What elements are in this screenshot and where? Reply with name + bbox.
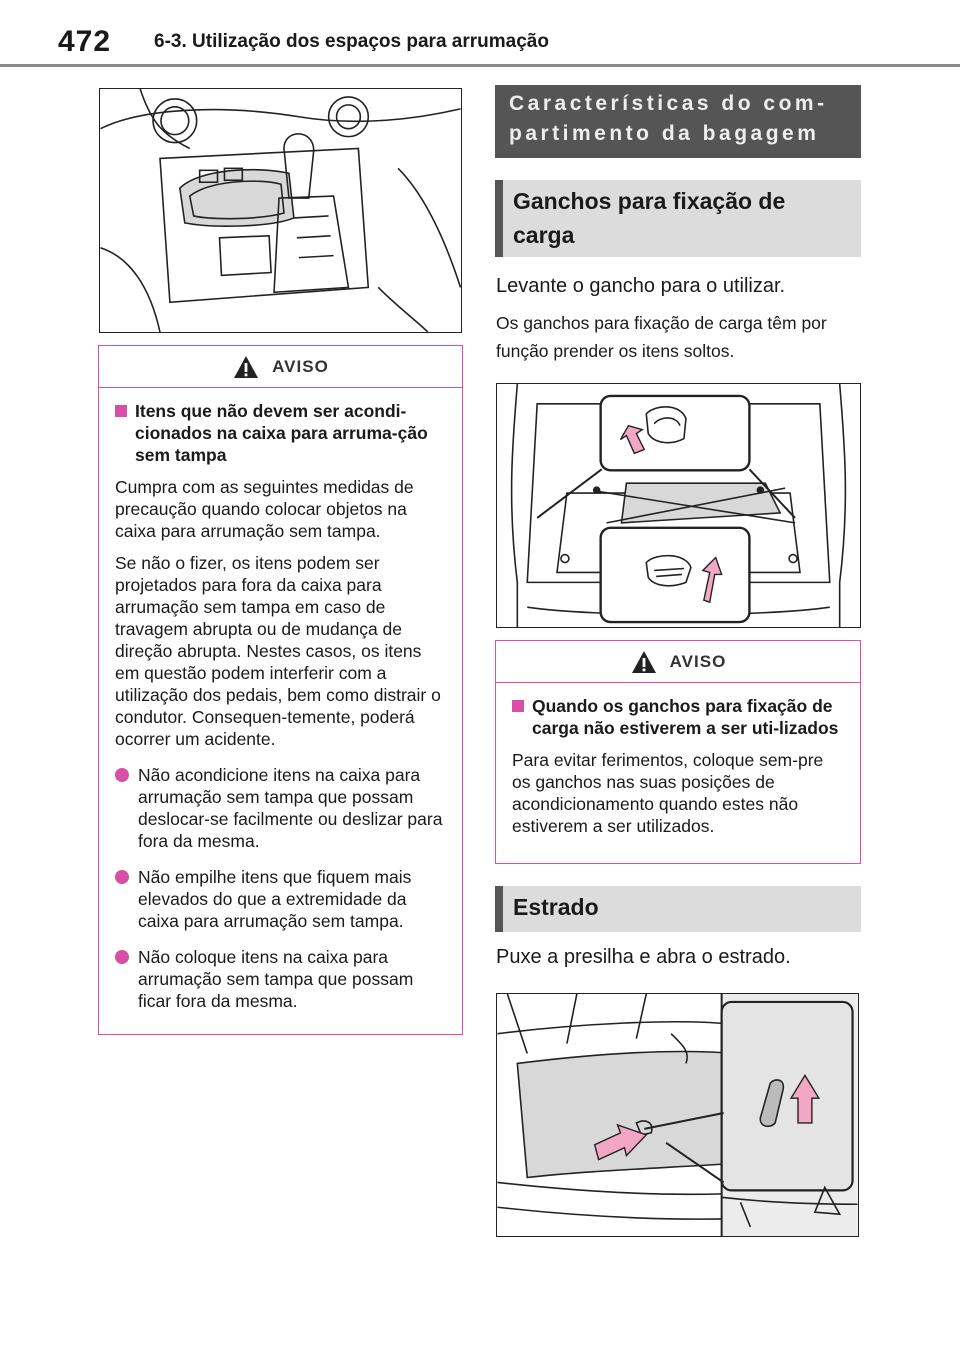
deck-heading: Estrado — [495, 886, 861, 932]
warning-header: AVISO — [496, 641, 860, 683]
warning-triangle-icon — [631, 650, 656, 673]
round-bullet-icon — [115, 950, 129, 964]
warning-label: AVISO — [669, 651, 727, 671]
warning-bullet: Não acondicione itens na caixa para arru… — [115, 764, 448, 852]
deck-lead-text: Puxe a presilha e abra o estrado. — [496, 946, 791, 968]
hooks-lead-text: Levante o gancho para o utilizar. — [496, 275, 786, 297]
deck-board-illustration — [496, 993, 859, 1237]
warning-bullet: Não empilhe itens que fiquem mais elevad… — [115, 866, 448, 932]
storage-warning-box: AVISO Itens que não devem ser acondi-cio… — [98, 345, 463, 1035]
console-tray-illustration — [99, 88, 462, 333]
cargo-hooks-illustration — [496, 383, 861, 628]
warning-paragraph: Se não o fizer, os itens podem ser proje… — [115, 553, 441, 749]
page-number: 472 — [58, 25, 112, 58]
square-bullet-icon — [512, 700, 524, 712]
warning-label: AVISO — [272, 356, 329, 376]
warning-paragraph: Para evitar ferimentos, coloque sem-pre … — [512, 750, 824, 836]
chapter-heading: Características do com-partimento da bag… — [495, 85, 861, 158]
warning-paragraph: Cumpra com as seguintes medidas de preca… — [115, 477, 414, 541]
header-rule — [0, 64, 960, 67]
warning-subtitle: Itens que não devem ser acondi-cionados … — [115, 400, 448, 466]
section-title: 6-3. Utilização dos espaços para arrumaç… — [154, 31, 549, 52]
warning-triangle-icon — [234, 355, 259, 378]
page-header: 472 6-3. Utilização dos espaços para arr… — [58, 22, 549, 62]
hooks-description: Os ganchos para fixação de carga têm por… — [496, 313, 827, 361]
round-bullet-icon — [115, 768, 129, 782]
warning-header: AVISO — [99, 346, 462, 388]
warning-subtitle: Quando os ganchos para fixação de carga … — [512, 695, 846, 739]
round-bullet-icon — [115, 870, 129, 884]
square-bullet-icon — [115, 405, 127, 417]
warning-bullet: Não coloque itens na caixa para arrumaçã… — [115, 946, 448, 1012]
hooks-warning-box: AVISO Quando os ganchos para fixação de … — [495, 640, 861, 864]
hooks-heading: Ganchos para fixação de carga — [495, 180, 861, 257]
